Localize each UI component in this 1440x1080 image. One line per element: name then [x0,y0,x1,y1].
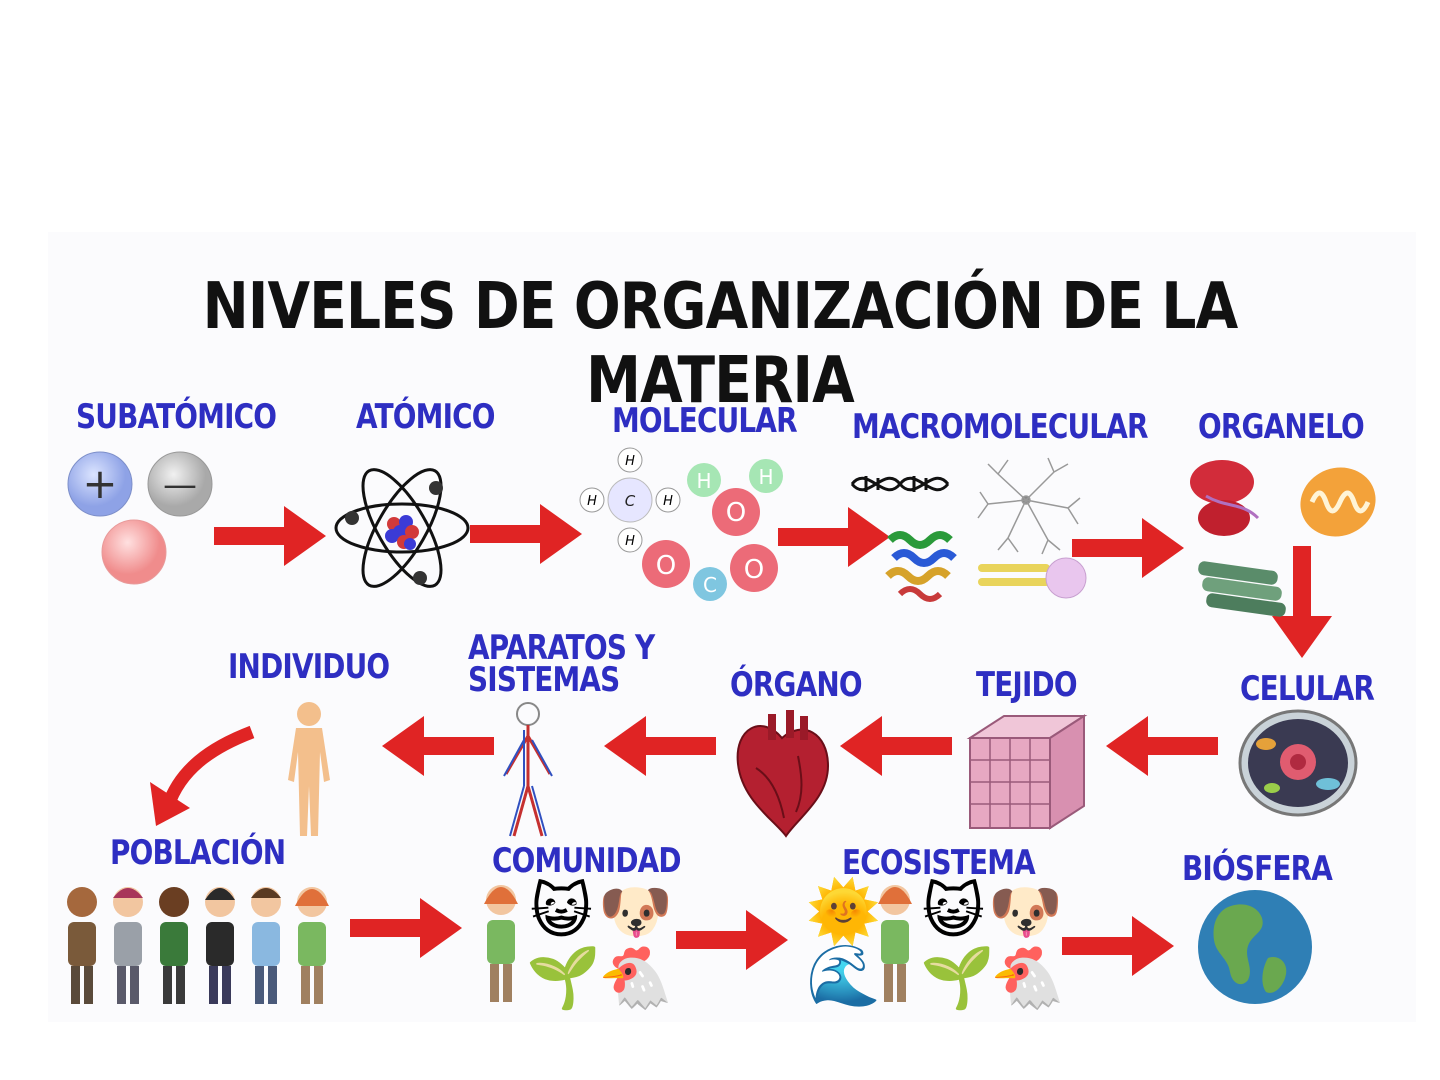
community-sprout-icon: 🌱 [526,943,601,1013]
arrow-atomico-molecular [470,504,582,564]
methane-h-bottom: H [625,534,635,549]
label-aparatos-line1: APARATOS Y [468,628,655,668]
organ-systems-icon [503,702,553,837]
label-biosfera: BIÓSFERA [1182,849,1333,889]
methane-h-top: H [625,454,635,469]
heart-organ-icon [736,710,830,838]
ecosystem-sun-icon: 🌞 [806,877,881,947]
microtubule-icon [1198,561,1286,617]
ecosystem-sprout-icon: 🌱 [920,943,995,1013]
label-poblacion: POBLACIÓN [110,833,286,873]
ecosystem-dog-icon: 🐶 [988,877,1063,947]
subatomic-particles-icon: + — [67,451,213,585]
label-tejido: TEJIDO [976,665,1078,705]
arrow-ecosistema-biosfera [1062,916,1174,976]
label-atomico: ATÓMICO [356,397,495,437]
arrow-tejido-organo [840,716,952,776]
mitochondria-icon [1300,467,1376,537]
methane-h-right: H [663,494,673,509]
arrow-subatomico-atomico [214,506,326,566]
cell-icon [1238,709,1358,817]
label-individuo: INDIVIDUO [228,647,390,687]
arrow-organo-aparatos [604,716,716,776]
lipid-icon [978,557,1087,599]
label-organelo: ORGANELO [1198,407,1365,447]
co2-oxygen-left: O [656,551,676,581]
label-molecular: MOLECULAR [612,401,798,441]
dna-icon [850,476,950,492]
label-celular: CELULAR [1240,669,1375,709]
ecosystem-wave-icon: 🌊 [806,941,881,1011]
diagram-panel [48,232,1416,1022]
co2-carbon: C [703,573,717,597]
co2-oxygen-right: O [744,555,764,585]
proton-sign: + [82,459,117,508]
arrow-comunidad-ecosistema [676,910,788,970]
methane-h-left: H [587,494,597,509]
label-macromolecular: MACROMOLECULAR [852,407,1148,447]
arrow-celular-tejido [1106,716,1218,776]
water-oxygen: O [726,498,746,528]
protein-icon [885,531,957,602]
atom-icon [334,468,470,588]
tissue-icon [966,714,1088,830]
human-body-icon [288,702,330,836]
label-aparatos-line2: SISTEMAS [468,660,620,701]
organelles-icon [1190,460,1376,617]
arrow-poblacion-comunidad [350,898,462,958]
electron-sign: — [163,465,197,505]
arrow-individuo-poblacion [150,725,255,826]
ecosystem-woman-icon [878,885,912,1002]
community-chicken-icon: 🐔 [598,943,673,1013]
glycogen-icon [977,457,1081,555]
label-ecosistema: ECOSISTEMA [842,843,1036,883]
molecules-icon: C H H H H O H H O C O [579,447,783,601]
community-dog-icon: 🐶 [598,877,673,947]
community-cat-icon: 😺 [530,877,593,947]
arrow-aparatos-individuo [382,716,494,776]
water-h-left: H [696,469,711,493]
population-people-icon [67,887,329,1004]
ribosome-icon [1190,460,1260,536]
label-organo: ÓRGANO [730,665,863,705]
label-subatomico: SUBATÓMICO [76,397,277,437]
ecosystem-cat-icon: 😺 [922,877,985,947]
label-comunidad: COMUNIDAD [492,841,682,881]
label-aparatos-sistemas: APARATOS Y SISTEMAS [468,628,655,701]
community-woman-icon [484,885,518,1002]
diagram-title: NIVELES DE ORGANIZACIÓN DE LA MATERIA [202,270,1239,418]
water-h-right: H [758,465,773,489]
macromolecules-icon [850,457,1087,602]
earth-globe-icon [1198,890,1312,1004]
ecosystem-chicken-icon: 🐔 [990,943,1065,1013]
methane-carbon: C [625,492,636,510]
